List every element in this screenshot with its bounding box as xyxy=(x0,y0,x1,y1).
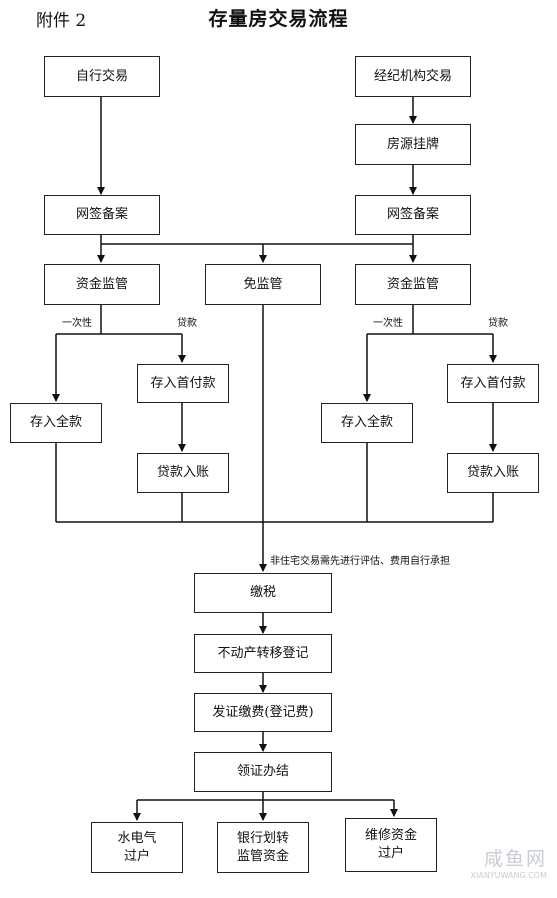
loan-credit-left-box: 贷款入账 xyxy=(137,453,229,493)
lump-sum-left-label: 一次性 xyxy=(62,318,92,329)
watermark-main: 咸鱼网 xyxy=(483,848,547,870)
non-residential-note: 非住宅交易需先进行评估、费用自行承担 xyxy=(270,556,450,567)
annex-label: 附件 2 xyxy=(36,11,87,31)
online-filing-left-box: 网签备案 xyxy=(44,195,160,235)
utilities-line-2: 过户 xyxy=(123,848,150,864)
site-watermark: 咸鱼网 XIANYUWANG.COM xyxy=(471,844,548,880)
online-filing-right-box: 网签备案 xyxy=(355,195,471,235)
self-trade-box: 自行交易 xyxy=(44,56,160,97)
maintenance-line-1: 维修资金 xyxy=(364,828,417,844)
utilities-transfer-box: 水电气 过户 xyxy=(91,822,183,873)
lump-sum-right-label: 一次性 xyxy=(373,318,403,329)
exempt-supervision-box: 免监管 xyxy=(205,264,321,305)
full-payment-left-box: 存入全款 xyxy=(10,403,102,443)
receive-certificate-box: 领证办结 xyxy=(194,752,332,792)
bank-transfer-box: 银行划转 监管资金 xyxy=(217,822,309,873)
loan-credit-right-box: 贷款入账 xyxy=(447,453,539,493)
down-payment-left-box: 存入首付款 xyxy=(137,364,229,403)
down-payment-right-box: 存入首付款 xyxy=(447,364,539,403)
transfer-registration-box: 不动产转移登记 xyxy=(194,634,332,673)
page-title: 存量房交易流程 xyxy=(208,8,349,30)
maintenance-line-2: 过户 xyxy=(377,846,404,861)
bank-transfer-line-1: 银行划转 xyxy=(236,830,289,846)
full-payment-right-box: 存入全款 xyxy=(321,403,413,443)
listing-box: 房源挂牌 xyxy=(355,124,471,165)
tax-payment-box: 缴税 xyxy=(194,573,332,613)
agency-trade-box: 经纪机构交易 xyxy=(355,56,471,97)
fund-supervision-right-box: 资金监管 xyxy=(355,264,471,305)
watermark-sub: XIANYUWANG.COM xyxy=(470,871,548,880)
certificate-fee-box: 发证缴费(登记费) xyxy=(194,693,332,732)
loan-right-label: 贷款 xyxy=(488,318,508,329)
fund-supervision-left-box: 资金监管 xyxy=(44,264,160,305)
loan-left-label: 贷款 xyxy=(177,318,197,329)
maintenance-fund-box: 维修资金 过户 xyxy=(345,818,437,872)
bank-transfer-line-2: 监管资金 xyxy=(236,848,289,864)
utilities-line-1: 水电气 xyxy=(117,830,157,846)
